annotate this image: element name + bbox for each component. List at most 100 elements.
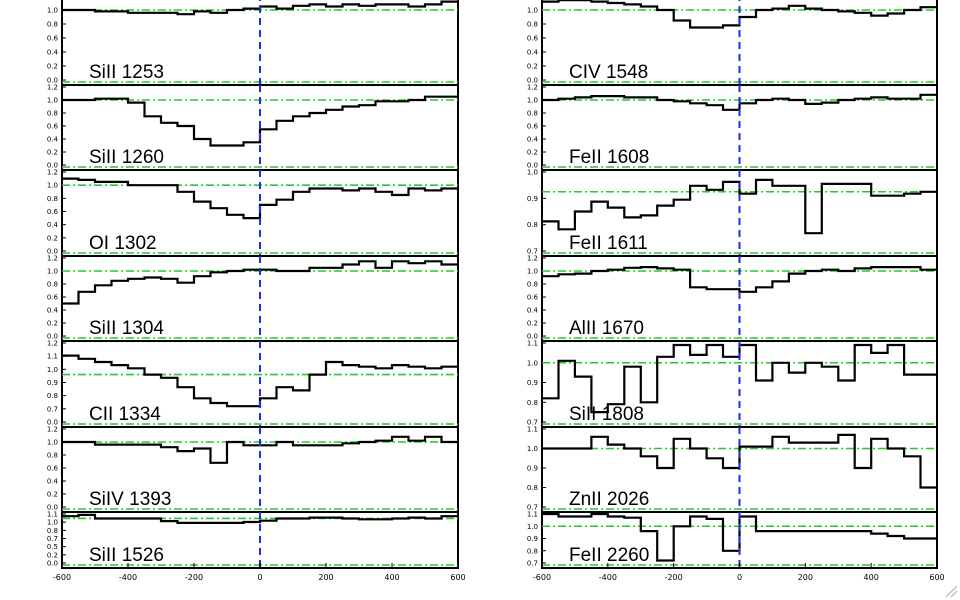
y-tick-label: 1.0 [47,268,58,276]
x-tick-label: -600 [533,573,551,582]
panel-label: SiII 1260 [89,147,164,168]
y-tick-label: 0.2 [527,320,538,328]
y-tick-label: 0.6 [47,208,59,216]
y-tick-label: 0.8 [527,21,538,29]
y-tick-label: 0.0 [47,560,58,568]
x-tick-label: -600 [53,573,71,582]
y-tick-label: 0.8 [47,281,58,289]
spectrum-series [62,95,458,147]
y-tick-label: 0.8 [527,484,538,492]
y-tick-label: 0.0 [47,333,58,341]
panel-8: 0.00.20.40.60.81.01.2CIV 1548 [527,0,938,86]
y-tick-label: 1.1 [47,511,58,519]
y-tick-label: 1.2 [47,426,58,434]
y-tick-label: 0.0 [47,77,58,85]
x-tick-label: -400 [599,573,617,582]
y-tick-label: 0.2 [527,149,538,157]
y-tick-label: 0.7 [527,560,538,568]
y-tick-label: 1.2 [47,169,58,177]
y-tick-label: 0.8 [47,195,58,203]
y-tick-label: 1.1 [47,353,58,361]
x-tick-label: 600 [929,573,944,582]
y-tick-label: 1.0 [527,268,538,276]
y-tick-label: 1.0 [47,519,58,527]
y-tick-label: 0.0 [47,504,58,512]
y-tick-label: 0.4 [527,49,539,57]
y-tick-label: 0.6 [47,35,59,43]
x-tick-label: -200 [665,573,683,582]
panel-label: SiII 1526 [89,545,164,566]
x-tick-label: 0 [737,573,742,582]
spectrum-series [542,0,937,29]
y-tick-label: 0.4 [47,221,59,229]
y-tick-label: 0.8 [527,281,538,289]
spectrum-series [62,354,458,408]
panel-label: AlII 1670 [569,318,644,339]
y-tick-label: 1.2 [47,255,58,263]
y-tick-label: 1.0 [527,97,538,105]
resize-grip-icon [945,585,958,598]
x-tick-label: 600 [450,573,465,582]
y-tick-label: 0.2 [47,320,58,328]
y-tick-label: 1.0 [527,523,538,531]
resize-grip-icon [950,590,958,598]
y-tick-label: 0.8 [47,392,58,400]
spectrum-series [542,512,937,562]
y-tick-label: 1.2 [47,0,58,1]
y-tick-label: 1.0 [47,7,58,15]
y-tick-label: 1.0 [527,169,538,177]
y-tick-label: 1.1 [527,511,538,519]
y-tick-label: 0.0 [47,419,58,427]
y-tick-label: 0.6 [527,294,539,302]
y-tick-label: 0.0 [47,248,58,256]
y-tick-label: 0.9 [47,379,58,387]
y-tick-label: 0.4 [527,136,539,144]
y-tick-label: 0.4 [47,49,59,57]
y-tick-label: 0.2 [47,551,58,559]
panel-label: SiII 1304 [89,318,164,339]
x-tick-label: 400 [864,573,879,582]
panel-label: FeII 1608 [569,147,649,168]
y-tick-label: 0.6 [47,123,59,131]
x-tick-label: 400 [384,573,399,582]
panel-label: SiIV 1393 [89,489,171,510]
y-tick-label: 1.0 [527,7,538,15]
x-tick-label: 200 [798,573,813,582]
y-tick-label: 1.0 [47,366,58,374]
spectrum-series [62,0,458,16]
y-tick-label: 1.0 [527,445,538,453]
y-tick-label: 0.7 [527,504,538,512]
y-tick-label: 0.8 [527,110,538,118]
y-tick-label: 0.2 [47,63,58,71]
y-tick-label: 0.9 [527,465,538,473]
y-tick-label: 1.1 [527,340,538,348]
y-tick-label: 0.4 [47,136,59,144]
panel-label: FeII 2260 [569,545,649,566]
y-tick-label: 1.2 [527,84,538,92]
y-tick-label: 0.8 [527,547,538,555]
y-tick-label: 0.7 [47,405,58,413]
y-tick-label: 1.2 [527,255,538,263]
y-tick-label: 0.7 [527,248,538,256]
panel-label: SiII 1808 [569,404,644,425]
y-tick-label: 0.5 [47,543,58,551]
spectrum-series [542,178,937,235]
y-tick-label: 0.0 [47,162,58,170]
panel-label: FeII 1611 [569,233,648,254]
y-tick-label: 0.4 [527,307,539,315]
y-tick-label: 1.0 [47,97,58,105]
y-tick-label: 1.0 [47,439,58,447]
y-tick-label: 0.8 [47,527,58,535]
spectrum-series [542,266,937,293]
